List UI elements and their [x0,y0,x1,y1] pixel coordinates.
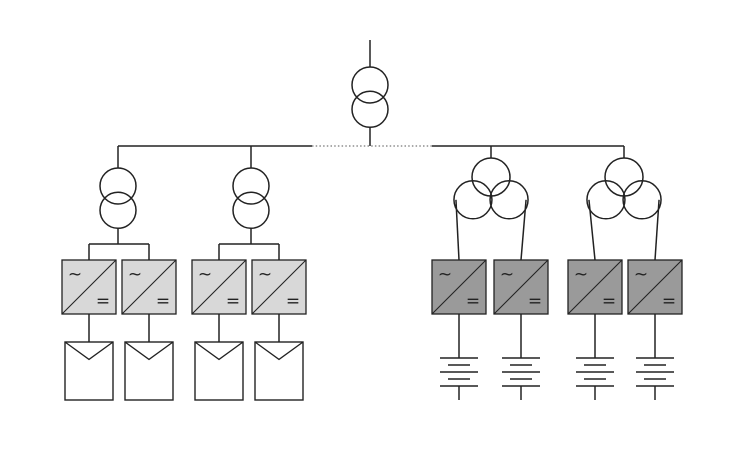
transformer-winding-secondary [99,191,137,230]
inverter-ac-glyph: ~ [574,264,588,284]
branch-transformer-three-winding [586,157,662,220]
pv-panel-pv-branch-2-1 [194,341,244,401]
inverter-ac-glyph: ~ [198,264,212,284]
battery-battery-branch-1-2 [502,357,540,400]
inverter-ac-glyph: ~ [68,264,82,284]
inverter-pv-branch-2-1: ~= [191,259,247,315]
pv-panel-notch [194,341,244,361]
transformer-winding-secondary-right [622,180,662,220]
inverter-diagonal [61,259,117,315]
battery-battery-branch-2-1 [576,357,614,400]
inverter-ac-glyph: ~ [500,264,514,284]
main-transformer [351,66,389,129]
inverter-diagonal [567,259,623,315]
inverter-dc-glyph: = [226,291,240,311]
transformer-winding-secondary-left [453,180,493,220]
inverter-diagonal [627,259,683,315]
inverter-diagonal [431,259,487,315]
inverter-diagonal [121,259,177,315]
pv-panel-pv-branch-1-2 [124,341,174,401]
component-symbols: ~=~=~=~=~=~=~=~= [61,66,683,401]
inverter-battery-branch-1-2: ~= [493,259,549,315]
inverter-diagonal [251,259,307,315]
inverter-ac-glyph: ~ [128,264,142,284]
inverter-battery-branch-2-1: ~= [567,259,623,315]
transformer-winding-primary [232,167,270,205]
inverter-battery-branch-2-2: ~= [627,259,683,315]
inverter-diagonal [493,259,549,315]
inverter-dc-glyph: = [528,291,542,311]
inverter-pv-branch-2-2: ~= [251,259,307,315]
inverter-diagonal [191,259,247,315]
inverter-dc-glyph: = [602,291,616,311]
branch-transformer-two-winding [99,167,137,230]
transformer-winding-primary [99,167,137,205]
transformer-winding-primary [604,157,644,197]
inverter-dc-glyph: = [286,291,300,311]
inverter-ac-glyph: ~ [634,264,648,284]
branch-transformer-two-winding [232,167,270,230]
transformer-winding-primary [471,157,511,197]
inverter-pv-branch-1-2: ~= [121,259,177,315]
battery-battery-branch-1-1 [440,357,478,400]
inverter-battery-branch-1-1: ~= [431,259,487,315]
pv-panel-notch [64,341,114,361]
inverter-dc-glyph: = [662,291,676,311]
inverter-pv-branch-1-1: ~= [61,259,117,315]
inverter-dc-glyph: = [156,291,170,311]
pv-panel-notch [254,341,304,361]
battery-battery-branch-2-2 [636,357,674,400]
transformer-winding-secondary [232,191,270,230]
pv-panel-frame [64,341,114,401]
inverter-dc-glyph: = [96,291,110,311]
pv-panel-pv-branch-1-1 [64,341,114,401]
pv-panel-frame [254,341,304,401]
connection-lines [88,40,660,358]
transformer-winding-secondary-left [586,180,626,220]
branch-transformer-three-winding [453,157,529,220]
inverter-ac-glyph: ~ [438,264,452,284]
transformer-winding-secondary [351,90,389,129]
transformer-winding-secondary-right [489,180,529,220]
transformer-winding-primary [351,66,389,104]
inverter-ac-glyph: ~ [258,264,272,284]
pv-panel-frame [124,341,174,401]
pv-panel-pv-branch-2-2 [254,341,304,401]
pv-panel-frame [194,341,244,401]
inverter-dc-glyph: = [466,291,480,311]
pv-panel-notch [124,341,174,361]
